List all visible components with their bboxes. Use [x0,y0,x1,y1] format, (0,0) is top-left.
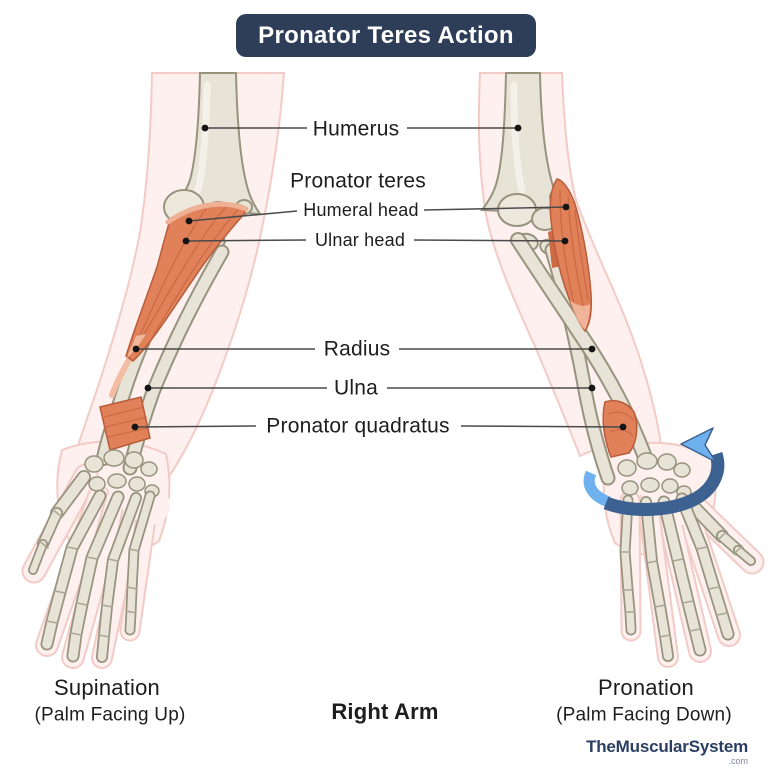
label-pronator-teres: Pronator teres [290,169,426,193]
left-carpal-bones [84,449,160,498]
right-carpal-bones [617,452,692,499]
caption-supination: Supination [54,675,160,700]
left-pronator-teres-muscle [109,201,249,398]
label-humeral-head: Humeral head [303,200,419,220]
right-finger-bones [619,492,756,662]
label-pronator-quadratus: Pronator quadratus [266,414,450,438]
watermark-tld: .com [728,756,748,766]
watermark: TheMuscularSystem .com [586,737,748,766]
right-arm-illustration [477,72,765,668]
label-humerus: Humerus [312,117,400,141]
page-title: Pronator Teres Action [236,14,536,57]
leader-lines [134,127,624,428]
caption-pronation: Pronation [598,675,694,700]
label-ulna: Ulna [334,376,378,400]
left-pronator-quadratus-muscle [99,396,151,451]
label-ulnar-head: Ulnar head [314,230,406,250]
left-arm-illustration [21,72,286,669]
watermark-name: TheMuscularSystem [586,737,748,756]
caption-right-arm: Right Arm [331,699,439,724]
label-radius: Radius [323,337,391,361]
caption-palm-facing-up: (Palm Facing Up) [34,704,186,726]
left-finger-bones [28,470,156,663]
right-pronator-quadratus-muscle [602,399,638,458]
leader-dots [131,124,627,431]
caption-palm-facing-down: (Palm Facing Down) [556,704,732,726]
rotation-arrow-icon [583,427,725,516]
